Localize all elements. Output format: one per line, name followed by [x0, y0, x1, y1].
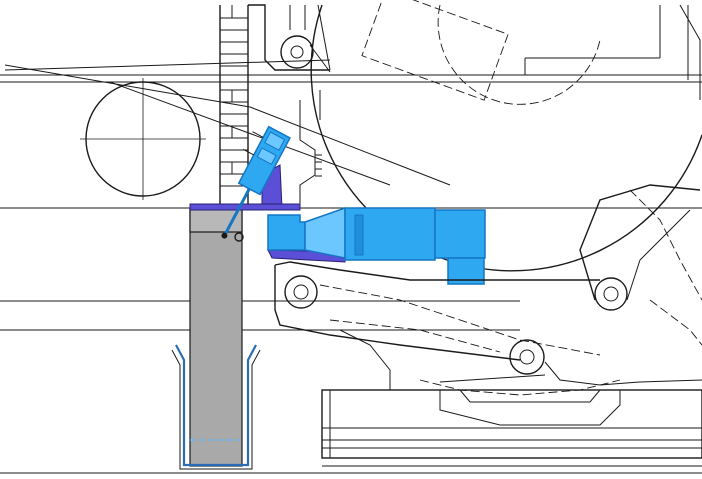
collection-tray	[171, 344, 261, 470]
gray-column	[189, 207, 243, 467]
lever-arm	[274, 184, 702, 375]
large-drum	[310, 0, 702, 272]
base-plate	[321, 389, 702, 467]
pivot-bracket	[248, 4, 331, 73]
web-path-lines	[4, 59, 451, 186]
support-roll	[80, 78, 206, 200]
sensor-tip-marker	[234, 232, 244, 242]
horizontal-cylinder-unit	[267, 206, 486, 285]
horizontal-rails	[0, 74, 702, 474]
base-linkage	[339, 329, 702, 396]
tilted-sensor-unit	[221, 125, 291, 239]
scale-plate	[299, 90, 322, 205]
